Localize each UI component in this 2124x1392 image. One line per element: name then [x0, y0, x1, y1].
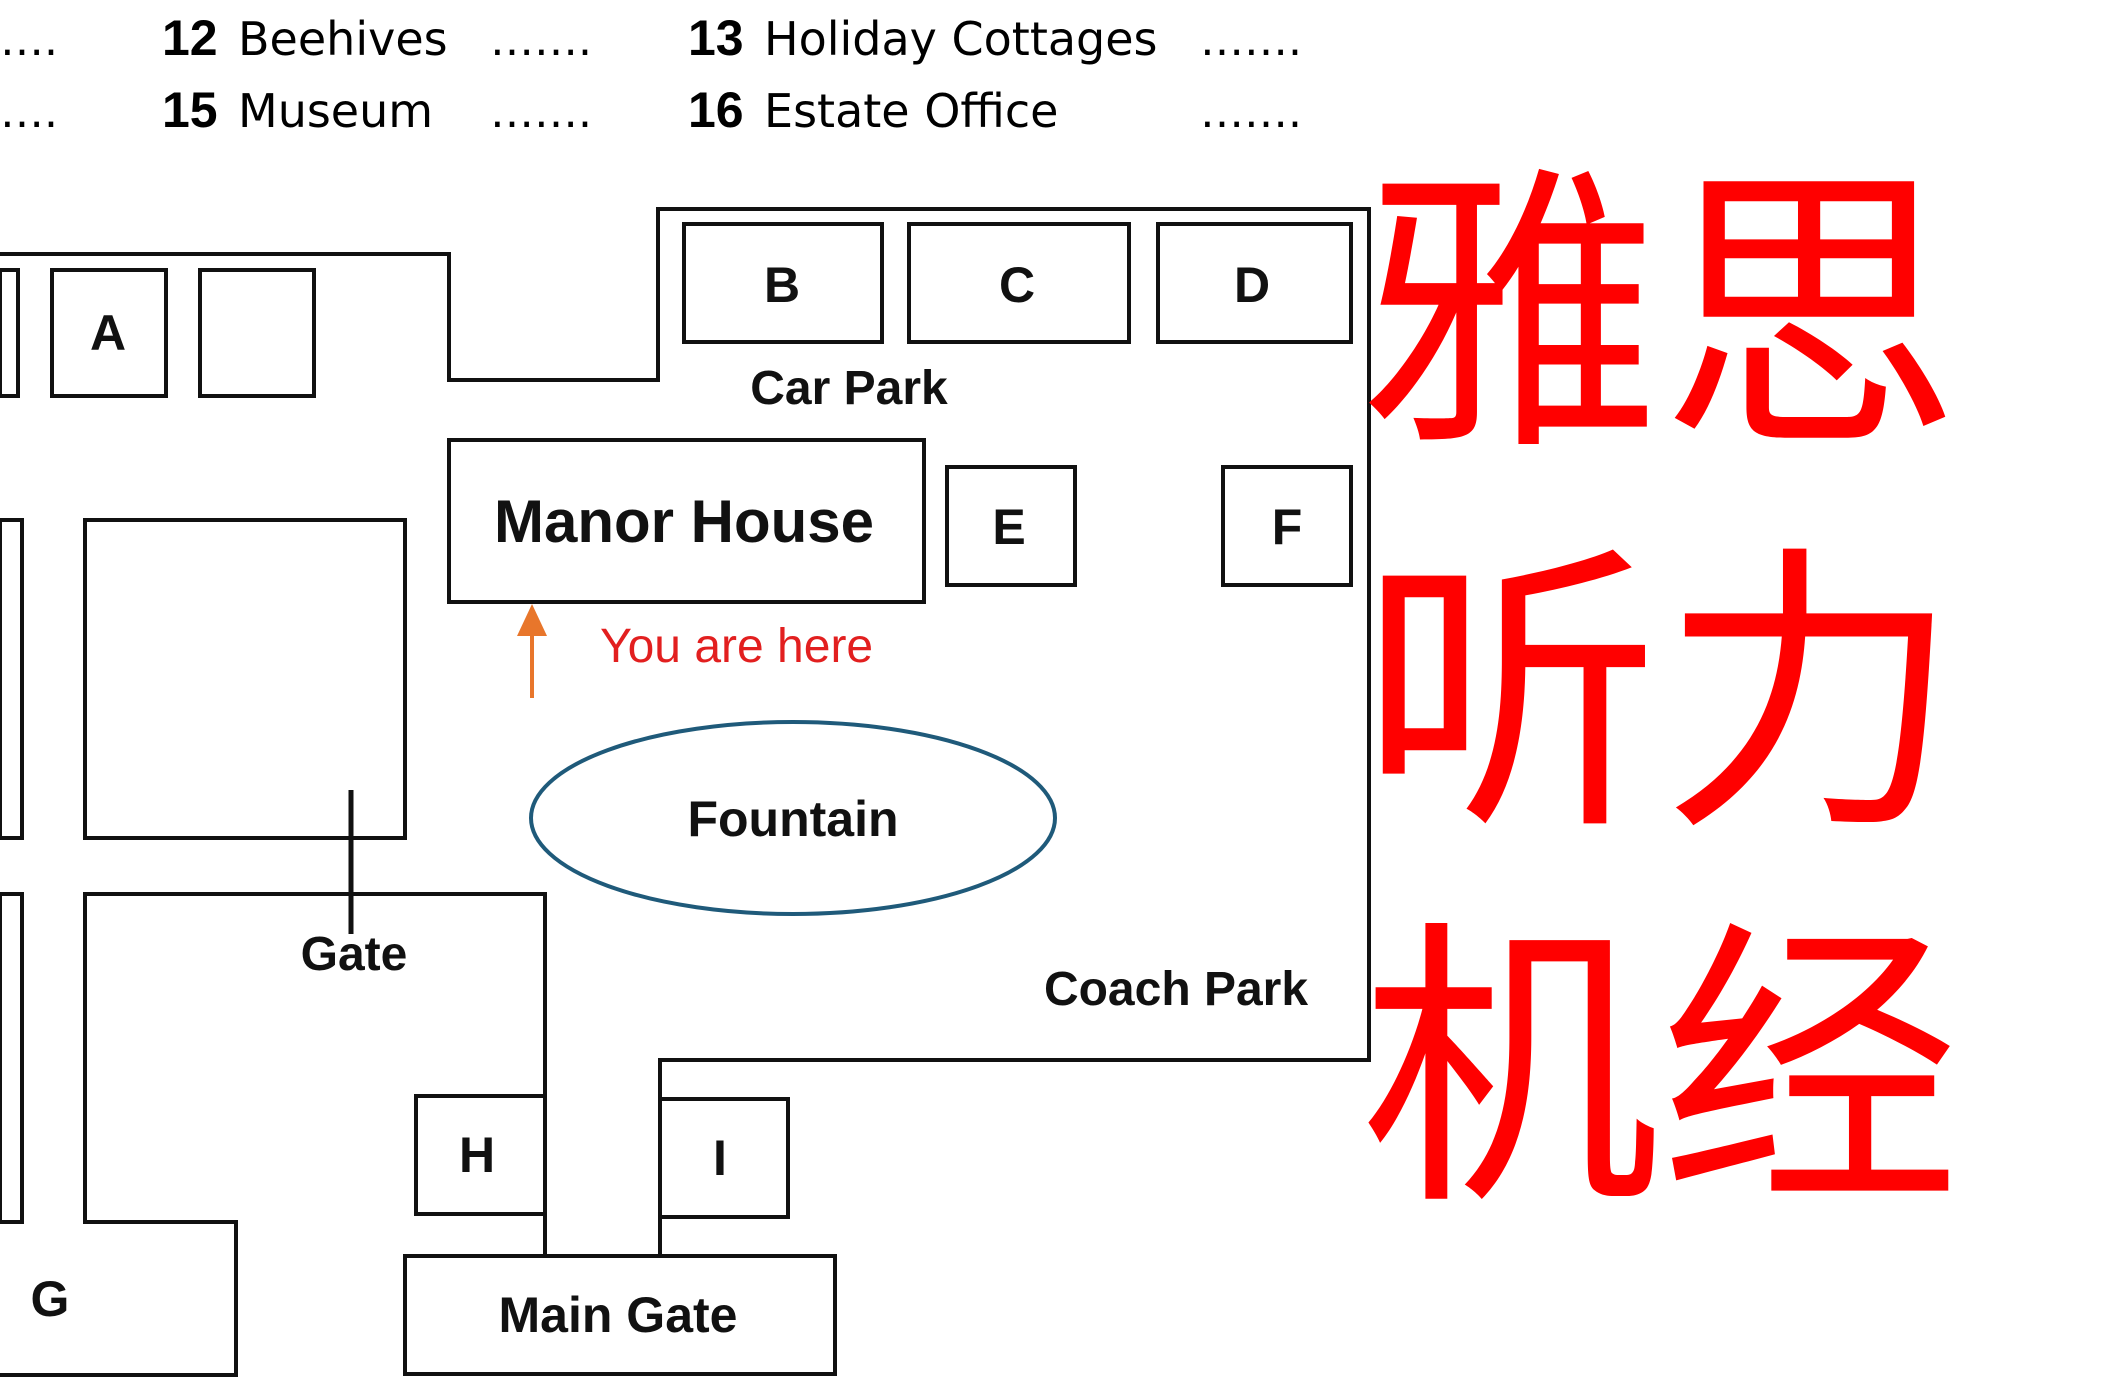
- building-b[interactable]: [682, 222, 884, 344]
- building-d[interactable]: [1156, 222, 1353, 344]
- manor-house-building[interactable]: [447, 438, 926, 604]
- gate-label: Gate: [301, 928, 408, 981]
- q12-label: Beehives: [238, 12, 448, 66]
- q12-answer-dots[interactable]: …….: [490, 15, 592, 66]
- building-left-edge-bottom: [0, 892, 24, 1224]
- watermark-line-3: 机经: [1360, 897, 1960, 1246]
- q11-dots: ….: [0, 15, 58, 66]
- q15-label: Museum: [238, 84, 433, 138]
- watermark-line-1: 雅思: [1360, 142, 1960, 491]
- q13-label: Holiday Cottages: [764, 12, 1158, 66]
- q15-answer-dots[interactable]: …….: [490, 87, 592, 138]
- label-d: D: [1234, 257, 1270, 313]
- label-g: G: [31, 1271, 70, 1327]
- label-a: A: [90, 305, 126, 361]
- building-e[interactable]: [945, 465, 1077, 587]
- label-h: H: [459, 1127, 495, 1183]
- building-h[interactable]: [414, 1094, 547, 1216]
- fountain-label: Fountain: [687, 791, 898, 847]
- label-f: F: [1272, 499, 1303, 555]
- label-e: E: [992, 499, 1025, 555]
- building-i[interactable]: [658, 1097, 790, 1219]
- q16-number: 16: [688, 82, 744, 138]
- label-c: C: [999, 257, 1035, 313]
- building-large-square[interactable]: [83, 518, 407, 840]
- you-are-here-label: You are here: [600, 620, 873, 673]
- building-f[interactable]: [1221, 465, 1353, 587]
- building-a[interactable]: [50, 268, 168, 398]
- estate-boundary: [0, 207, 1371, 1377]
- building-left-edge-middle: [0, 518, 24, 840]
- q16-label: Estate Office: [764, 84, 1059, 138]
- q16-answer-dots[interactable]: …….: [1200, 87, 1302, 138]
- q14-dots: ….: [0, 87, 58, 138]
- label-b: B: [764, 257, 800, 313]
- q15-number: 15: [162, 82, 218, 138]
- label-i: I: [713, 1130, 727, 1186]
- q13-answer-dots[interactable]: …….: [1200, 15, 1302, 66]
- q13-number: 13: [688, 10, 744, 66]
- main-gate-building[interactable]: [403, 1254, 837, 1376]
- building-unlabelled-top[interactable]: [198, 268, 316, 398]
- fountain-ellipse[interactable]: [529, 720, 1057, 916]
- watermark-line-2: 听力: [1360, 522, 1960, 871]
- you-are-here-arrow-icon: [517, 604, 547, 698]
- coach-park-label: Coach Park: [1044, 963, 1308, 1016]
- building-left-edge-top: [0, 268, 20, 398]
- q12-number: 12: [162, 10, 218, 66]
- main-gate-label: Main Gate: [499, 1287, 738, 1343]
- building-c[interactable]: [907, 222, 1131, 344]
- manor-house-label: Manor House: [494, 488, 874, 555]
- car-park-label: Car Park: [750, 362, 948, 415]
